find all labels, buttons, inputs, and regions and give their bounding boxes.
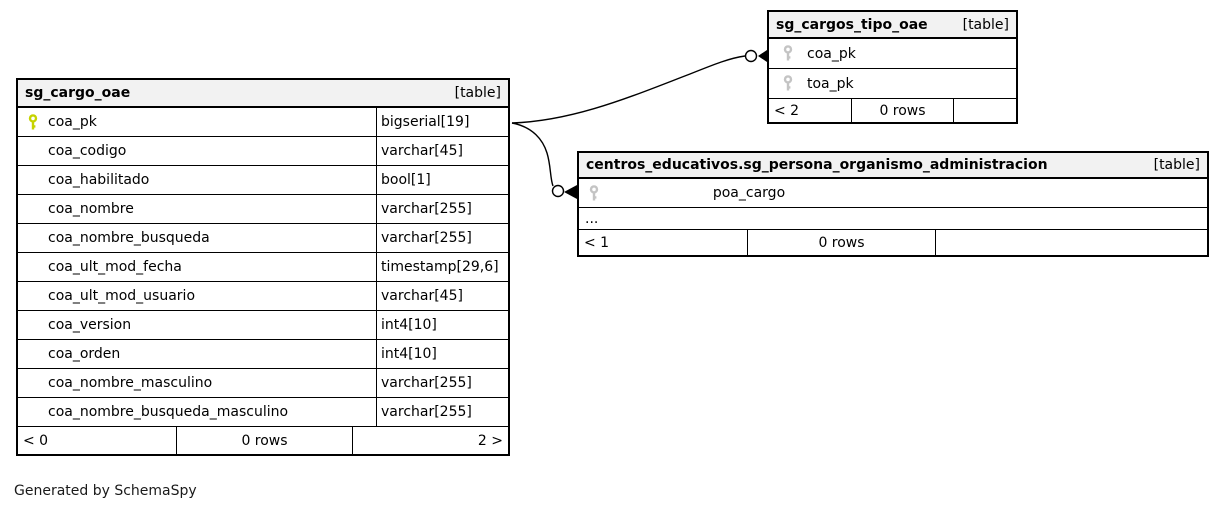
- column-row-coa-version: coa_version int4[10]: [18, 311, 508, 340]
- table-node-sg-cargos-tipo-oae: sg_cargos_tipo_oae [table] coa_pk toa_pk…: [767, 10, 1018, 124]
- column-type: varchar[255]: [376, 224, 508, 252]
- column-name: coa_nombre: [48, 201, 134, 217]
- column-name: coa_version: [48, 317, 132, 333]
- column-type: int4[10]: [376, 311, 508, 339]
- column-row-coa-nombre-busqueda: coa_nombre_busqueda varchar[255]: [18, 224, 508, 253]
- child-degree: [935, 230, 1207, 255]
- primary-key-icon: [18, 113, 48, 131]
- column-row-coa-habilitado: coa_habilitado bool[1]: [18, 166, 508, 195]
- table-header: centros_educativos.sg_persona_organismo_…: [579, 153, 1207, 179]
- table-footer: < 0 0 rows 2 >: [18, 427, 508, 454]
- column-row-coa-nombre-busqueda-masculino: coa_nombre_busqueda_masculino varchar[25…: [18, 398, 508, 427]
- relationship-arrowhead-icon: [758, 50, 767, 62]
- table-node-sg-persona-organismo-administracion: centros_educativos.sg_persona_organismo_…: [577, 151, 1209, 257]
- table-title[interactable]: sg_cargos_tipo_oae: [776, 16, 928, 33]
- child-degree: 2 >: [352, 427, 508, 454]
- column-type: bool[1]: [376, 166, 508, 194]
- relationship-line-cargo-to-tipo: [511, 49, 767, 124]
- column-type: varchar[45]: [376, 282, 508, 310]
- foreign-key-icon: [579, 184, 609, 202]
- generated-by-note: Generated by SchemaSpy: [14, 483, 197, 499]
- table-type-badge: [table]: [962, 16, 1009, 33]
- column-row-coa-pk: coa_pk: [769, 39, 1016, 69]
- column-name: poa_cargo: [712, 185, 786, 201]
- column-type: varchar[255]: [376, 398, 508, 426]
- column-row-coa-pk: coa_pk bigserial[19]: [18, 108, 508, 137]
- relationship-arrowhead-icon: [564, 185, 577, 199]
- column-type: bigserial[19]: [376, 108, 508, 136]
- table-header: sg_cargo_oae [table]: [18, 80, 508, 108]
- foreign-key-icon: [769, 75, 807, 92]
- table-title[interactable]: sg_cargo_oae: [25, 85, 131, 101]
- column-name: coa_ult_mod_fecha: [48, 259, 182, 275]
- column-row-coa-ult-mod-fecha: coa_ult_mod_fecha timestamp[29,6]: [18, 253, 508, 282]
- column-type: varchar[255]: [376, 369, 508, 397]
- parent-degree: < 0: [23, 432, 49, 449]
- table-type-badge: [table]: [454, 85, 501, 101]
- table-node-sg-cargo-oae: sg_cargo_oae [table] coa_pk bigserial[19…: [16, 78, 510, 456]
- row-count: 0 rows: [747, 230, 935, 255]
- column-name: coa_pk: [48, 114, 97, 130]
- row-count: 0 rows: [176, 427, 352, 454]
- column-name: coa_pk: [807, 45, 856, 62]
- column-name: coa_habilitado: [48, 172, 150, 188]
- column-row-coa-ult-mod-usuario: coa_ult_mod_usuario varchar[45]: [18, 282, 508, 311]
- column-name: toa_pk: [807, 75, 854, 92]
- column-type: varchar[45]: [376, 137, 508, 165]
- table-footer: < 2 0 rows: [769, 99, 1016, 122]
- column-row-poa-cargo: poa_cargo: [579, 179, 1207, 208]
- table-header: sg_cargos_tipo_oae [table]: [769, 12, 1016, 39]
- row-count: 0 rows: [851, 99, 953, 122]
- column-type: timestamp[29,6]: [376, 253, 508, 281]
- table-title[interactable]: centros_educativos.sg_persona_organismo_…: [586, 157, 1048, 173]
- parent-degree: < 1: [584, 234, 610, 251]
- column-name: coa_orden: [48, 346, 121, 362]
- column-row-toa-pk: toa_pk: [769, 69, 1016, 99]
- column-row-coa-nombre: coa_nombre varchar[255]: [18, 195, 508, 224]
- column-type: int4[10]: [376, 340, 508, 368]
- relationship-circle-icon: [551, 184, 565, 198]
- columns-ellipsis: ...: [579, 208, 1207, 230]
- table-footer: < 1 0 rows: [579, 230, 1207, 255]
- column-name: coa_nombre_busqueda: [48, 230, 210, 246]
- table-type-badge: [table]: [1153, 157, 1200, 173]
- column-name: coa_nombre_masculino: [48, 375, 213, 391]
- column-name: coa_ult_mod_usuario: [48, 288, 196, 304]
- foreign-key-icon: [769, 45, 807, 62]
- column-type: varchar[255]: [376, 195, 508, 223]
- column-row-coa-nombre-masculino: coa_nombre_masculino varchar[255]: [18, 369, 508, 398]
- column-row-coa-codigo: coa_codigo varchar[45]: [18, 137, 508, 166]
- parent-degree: < 2: [774, 102, 800, 119]
- relationship-circle-icon: [744, 49, 758, 63]
- relationship-line-cargo-to-persona: [511, 122, 577, 199]
- column-row-coa-orden: coa_orden int4[10]: [18, 340, 508, 369]
- column-name: coa_nombre_busqueda_masculino: [48, 404, 289, 420]
- column-name: coa_codigo: [48, 143, 127, 159]
- child-degree: [953, 99, 1016, 122]
